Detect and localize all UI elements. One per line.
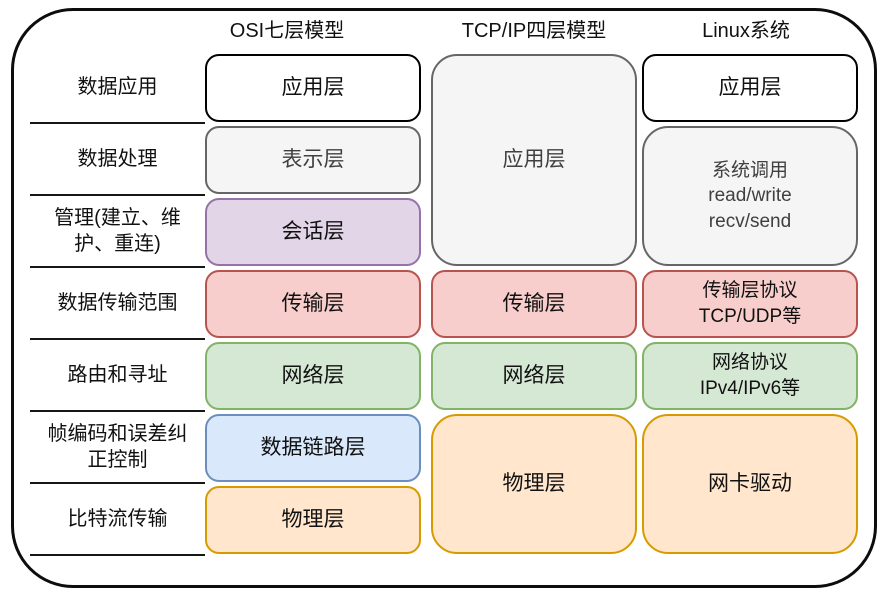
- row-label-transport-scope: 数据传输范围: [30, 268, 205, 340]
- osi-transport-layer-box: 传输层: [205, 270, 421, 338]
- osi-application-layer-box: 应用层: [205, 54, 421, 122]
- layers-grid: 数据应用 数据处理 管理(建立、维 护、重连) 数据传输范围 路由和寻址 帧编码…: [30, 52, 858, 556]
- tcpip-network-layer-box: 网络层: [431, 342, 637, 410]
- tcpip-physical-layer-box: 物理层: [431, 414, 637, 554]
- column-header-linux: Linux系统: [702, 19, 790, 42]
- row-label-bitstream-transfer: 比特流传输: [30, 484, 205, 556]
- column-header-osi: OSI七层模型: [229, 19, 345, 42]
- linux-network-protocol-box: 网络协议 IPv4/IPv6等: [642, 342, 858, 410]
- osi-presentation-layer-box: 表示层: [205, 126, 421, 194]
- row-label-data-application: 数据应用: [30, 52, 205, 124]
- linux-application-layer-box: 应用层: [642, 54, 858, 122]
- tcpip-transport-layer-box: 传输层: [431, 270, 637, 338]
- row-label-session-management: 管理(建立、维 护、重连): [30, 196, 205, 268]
- row-label-data-processing: 数据处理: [30, 124, 205, 196]
- column-header-tcpip: TCP/IP四层模型: [461, 19, 607, 42]
- diagram-outer-frame: [11, 8, 877, 588]
- row-label-frame-error-control: 帧编码和误差纠 正控制: [30, 412, 205, 484]
- row-label-routing-addressing: 路由和寻址: [30, 340, 205, 412]
- osi-network-layer-box: 网络层: [205, 342, 421, 410]
- linux-system-call-box: 系统调用 read/write recv/send: [642, 126, 858, 266]
- linux-transport-protocol-box: 传输层协议 TCP/UDP等: [642, 270, 858, 338]
- osi-data-link-layer-box: 数据链路层: [205, 414, 421, 482]
- osi-physical-layer-box: 物理层: [205, 486, 421, 554]
- osi-session-layer-box: 会话层: [205, 198, 421, 266]
- linux-nic-driver-box: 网卡驱动: [642, 414, 858, 554]
- tcpip-application-layer-box: 应用层: [431, 54, 637, 266]
